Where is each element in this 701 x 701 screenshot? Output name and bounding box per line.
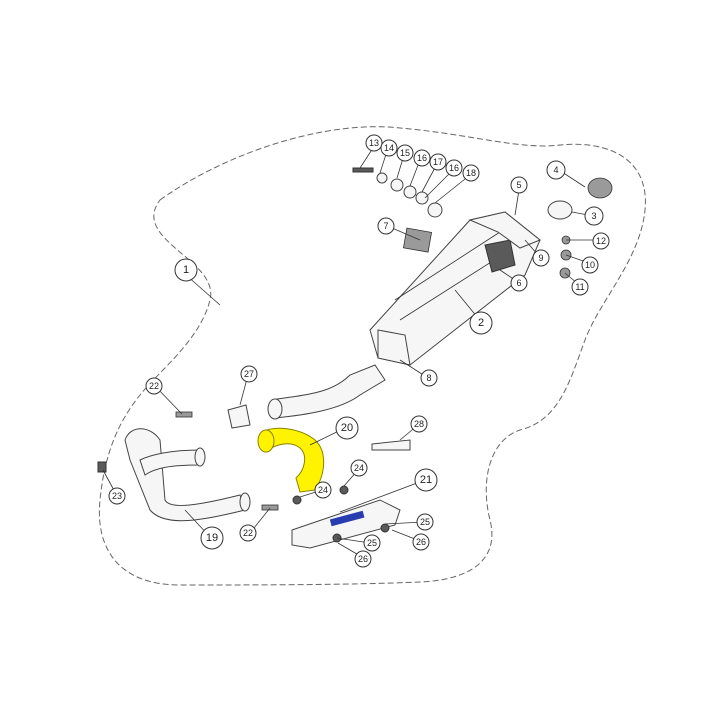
silencer-body [369, 211, 541, 366]
callout-label: 24 [354, 463, 364, 473]
callout-label: 20 [341, 422, 353, 434]
callout-2: 2 [469, 311, 493, 335]
callout-label: 25 [367, 538, 377, 548]
callout-26a: 26 [412, 533, 430, 551]
callout-22b: 22 [239, 524, 257, 542]
callout-25a: 25 [416, 513, 434, 531]
callout-25b: 25 [363, 534, 381, 552]
callout-label: 3 [591, 211, 596, 221]
callout-5: 5 [510, 176, 528, 194]
callout-label: 7 [383, 221, 388, 231]
callout-label: 2 [478, 317, 484, 329]
callout-label: 9 [538, 253, 543, 263]
callout-11: 11 [571, 278, 589, 296]
callout-label: 12 [596, 236, 606, 246]
callout-label: 18 [466, 168, 476, 178]
callout-label: 16 [417, 153, 427, 163]
callout-label: 21 [420, 474, 432, 486]
callout-27: 27 [240, 365, 258, 383]
callout-label: 17 [433, 157, 443, 167]
callout-label: 22 [243, 528, 253, 538]
callout-7: 7 [377, 217, 395, 235]
mounting-hardware [97, 167, 572, 543]
callout-16b: 16 [445, 159, 463, 177]
callout-23: 23 [108, 487, 126, 505]
callout-12: 12 [592, 232, 610, 250]
callout-15: 15 [396, 144, 414, 162]
callout-label: 8 [426, 373, 431, 383]
callout-label: 13 [369, 138, 379, 148]
callout-label: 26 [416, 537, 426, 547]
callout-label: 19 [206, 532, 218, 544]
highlighted-header-flange [257, 429, 275, 453]
callout-18: 18 [462, 164, 480, 182]
callout-label: 23 [112, 491, 122, 501]
callout-21: 21 [414, 468, 438, 492]
callout-label: 11 [575, 282, 584, 292]
callout-24b: 24 [314, 481, 332, 499]
callout-10: 10 [581, 256, 599, 274]
callout-4: 4 [546, 160, 566, 180]
callout-1: 1 [174, 258, 198, 282]
callout-label: 26 [358, 554, 368, 564]
header-pipes [124, 428, 251, 522]
callout-13: 13 [365, 134, 383, 152]
end-cap-part-3 [547, 200, 573, 220]
callout-20: 20 [335, 416, 359, 440]
callout-label: 24 [318, 485, 328, 495]
callout-label: 14 [384, 143, 394, 153]
callout-label: 10 [585, 260, 595, 270]
callout-label: 4 [553, 165, 558, 175]
bracket-part-7 [402, 227, 433, 253]
callout-17: 17 [429, 153, 447, 171]
callout-label: 27 [244, 369, 254, 379]
assembly-outline [98, 126, 646, 586]
highlighted-header-section [261, 427, 325, 493]
callout-14: 14 [380, 139, 398, 157]
callout-label: 5 [516, 180, 521, 190]
callout-19: 19 [200, 526, 224, 550]
callout-label: 15 [400, 148, 410, 158]
callout-3: 3 [584, 206, 604, 226]
callout-6: 6 [510, 274, 528, 292]
callout-8: 8 [420, 369, 438, 387]
callout-22a: 22 [145, 377, 163, 395]
callout-24a: 24 [350, 459, 368, 477]
callout-label: 28 [414, 419, 424, 429]
callout-16a: 16 [413, 149, 431, 167]
callout-9: 9 [532, 249, 550, 267]
link-pipe [267, 364, 386, 420]
callout-label: 16 [449, 163, 459, 173]
callout-label: 25 [420, 517, 430, 527]
end-cap-part-4 [587, 177, 613, 199]
callout-label: 1 [183, 264, 189, 276]
callout-label: 22 [149, 381, 159, 391]
callout-26b: 26 [354, 550, 372, 568]
leader-lines [102, 147, 598, 558]
callout-label: 6 [516, 278, 521, 288]
heat-shield [291, 499, 401, 549]
callout-28: 28 [410, 415, 428, 433]
